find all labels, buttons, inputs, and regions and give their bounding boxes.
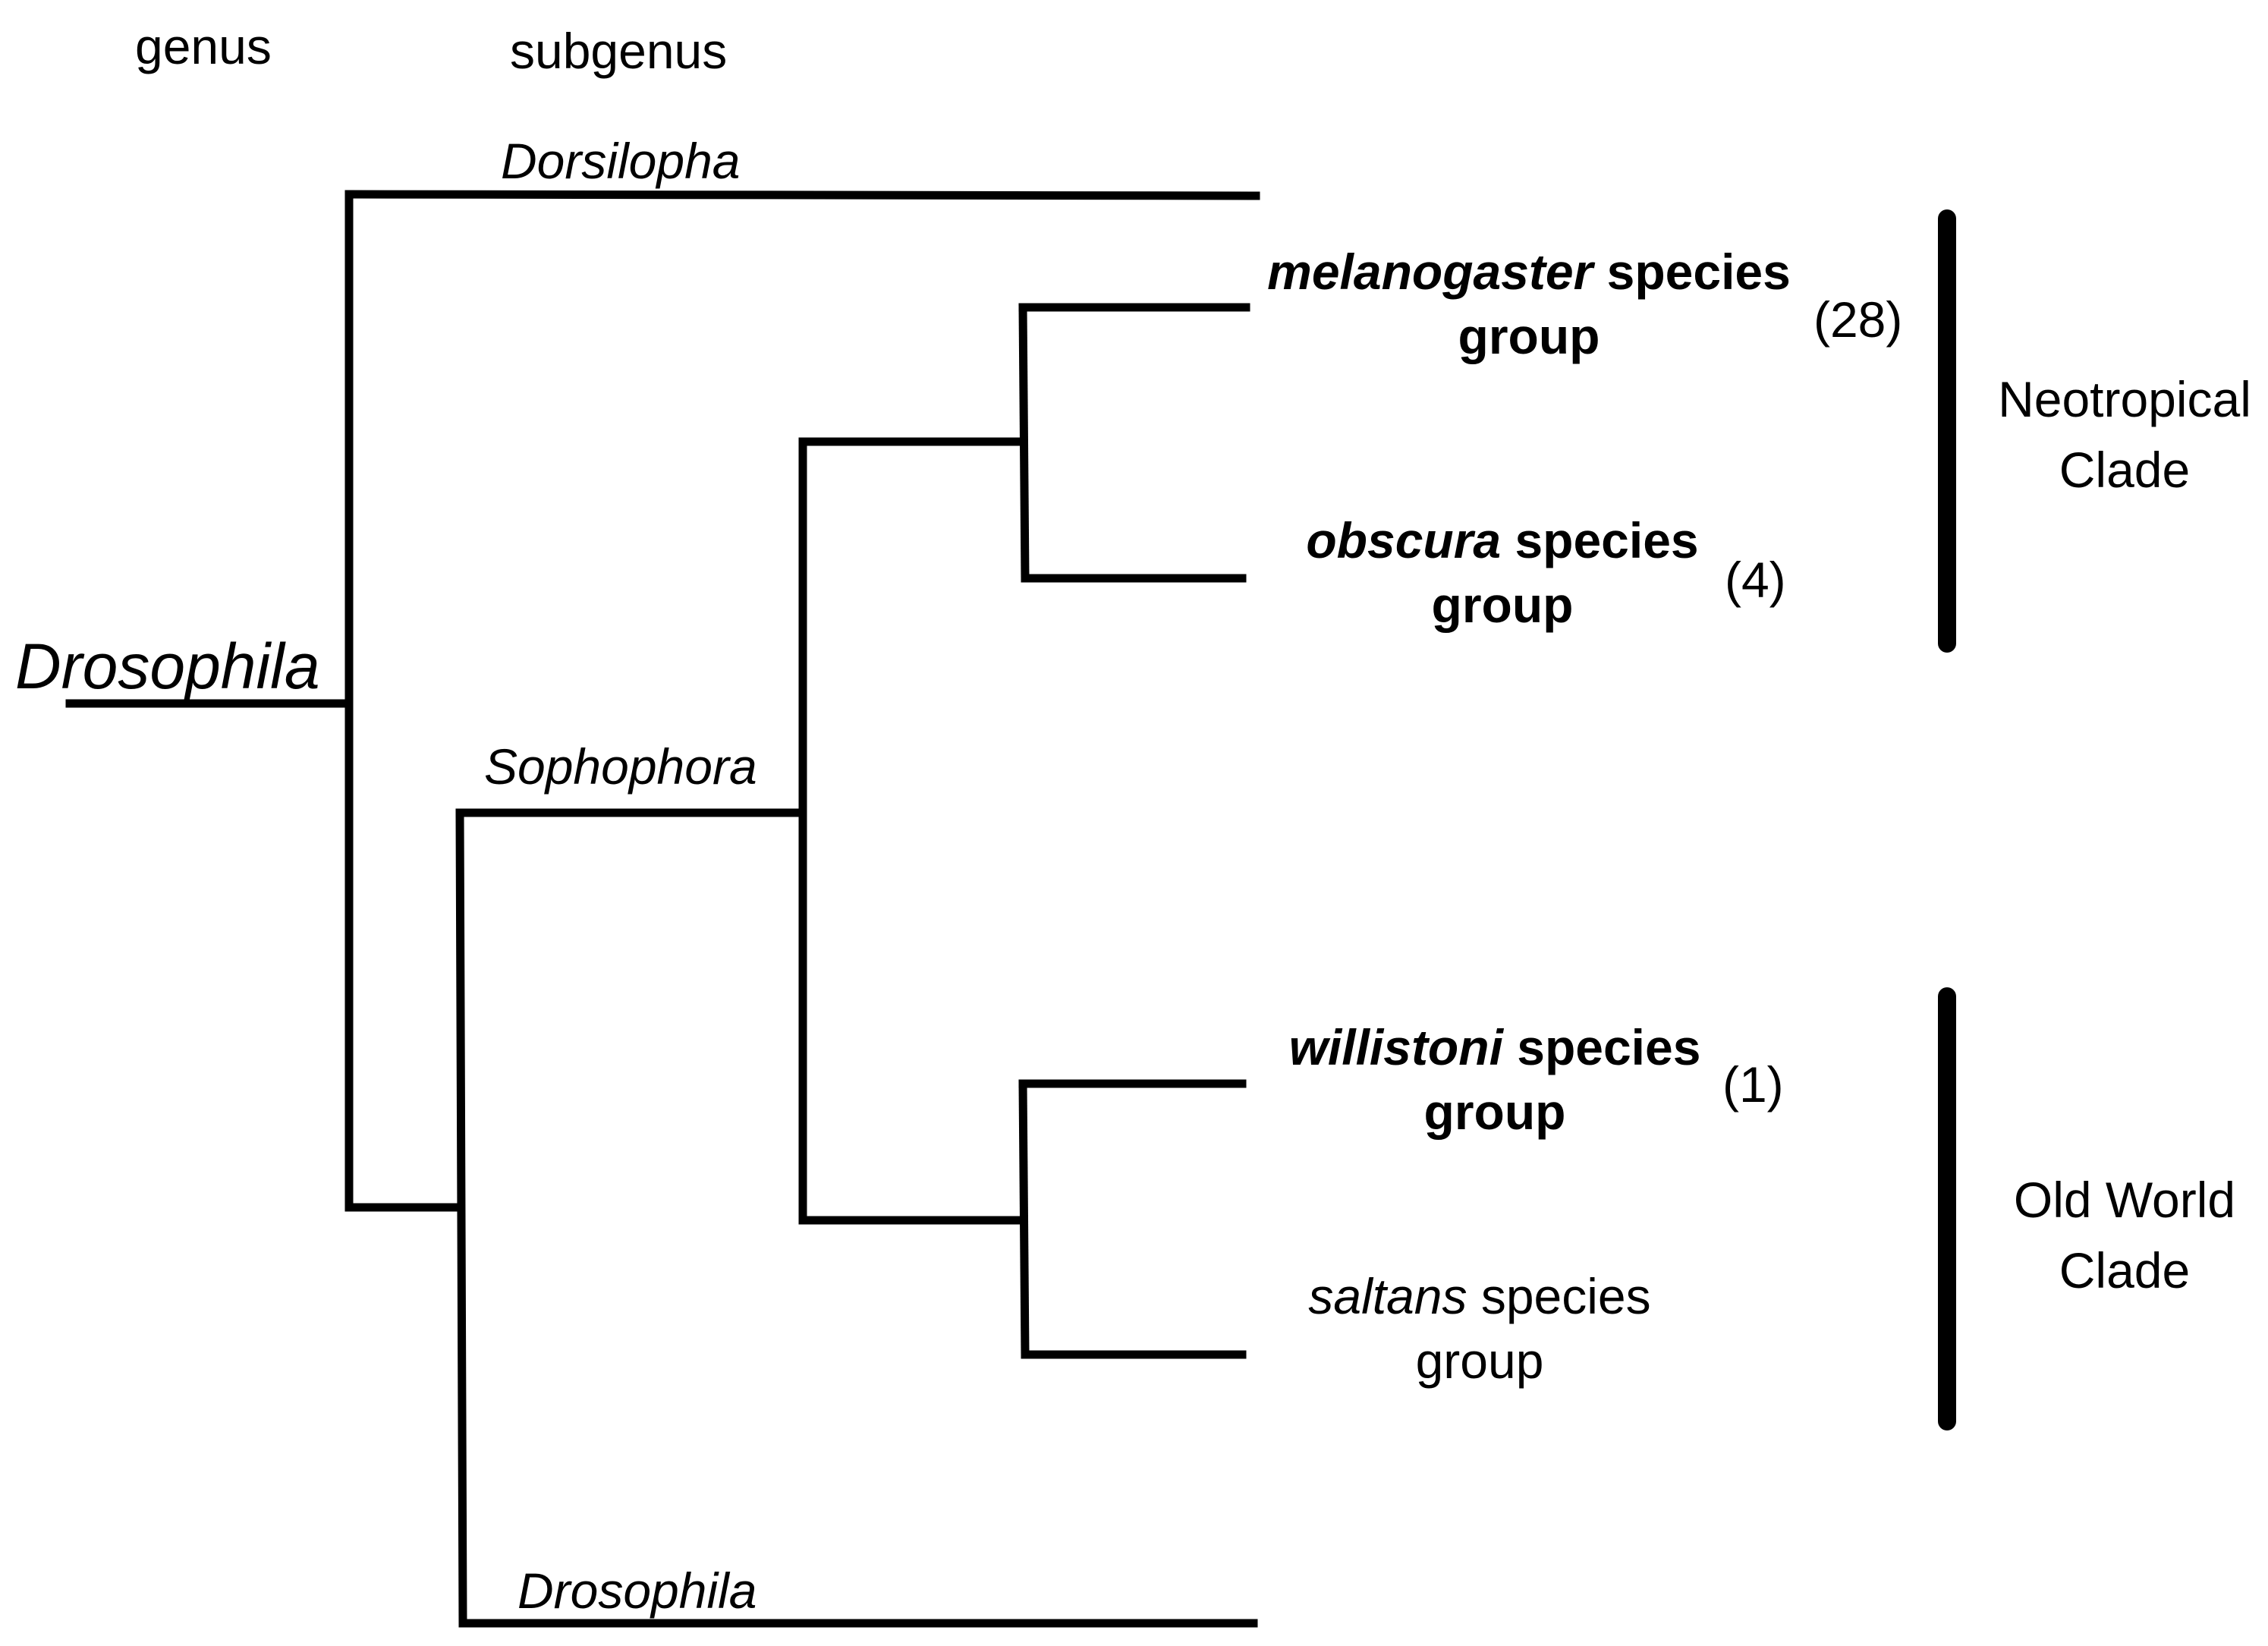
species-group-name: saltans: [1308, 1268, 1467, 1324]
clade-label-line1: Old World: [2013, 1172, 2236, 1228]
species-group-line2: group: [1423, 1084, 1566, 1140]
count-melanogaster: (28): [1813, 291, 1903, 348]
species-group-line2: group: [1458, 308, 1600, 364]
species-group-line2: group: [1415, 1333, 1544, 1389]
species-group-saltans: saltans species group: [1244, 1264, 1715, 1393]
species-group-suffix: species: [1593, 244, 1791, 300]
species-group-name: obscura: [1306, 512, 1502, 568]
clade-label-line2: Clade: [2059, 442, 2191, 498]
species-group-line2: group: [1431, 577, 1574, 633]
lower-node-vertical: [455, 808, 467, 1628]
species-group-name: willistoni: [1288, 1019, 1503, 1075]
clade-label-line2: Clade: [2059, 1242, 2191, 1298]
count-willistoni: (1): [1722, 1056, 1784, 1113]
clade-label-line1: Neotropical: [1998, 371, 2251, 427]
genus-header: genus: [135, 18, 272, 74]
subgenus-sophophora-label: Sophophora: [484, 738, 757, 795]
dorsilopha-branch: [344, 190, 1260, 200]
subgenus-drosophila-label: Drosophila: [517, 1563, 757, 1619]
clade-neotropical-label: Neotropical Clade: [1973, 364, 2268, 505]
species-group-obscura: obscura species group: [1237, 508, 1768, 637]
species-group-suffix: species: [1467, 1268, 1651, 1324]
species-group-suffix: species: [1501, 512, 1699, 568]
subgenus-header: subgenus: [510, 23, 728, 79]
upper-clade-vertical: [1018, 303, 1030, 583]
species-group-name: melanogaster: [1267, 244, 1593, 300]
clade-old-world-label: Old World Clade: [1973, 1165, 2268, 1306]
species-group-willistoni: willistoni species group: [1244, 1015, 1745, 1144]
species-group-suffix: species: [1502, 1019, 1701, 1075]
species-group-melanogaster: melanogaster species group: [1237, 240, 1821, 369]
genus-drosophila-label: Drosophila: [15, 631, 320, 702]
lower-clade-vertical: [1018, 1079, 1030, 1359]
subgenus-dorsilopha-label: Dorsilopha: [501, 133, 741, 189]
count-obscura: (4): [1725, 552, 1786, 608]
